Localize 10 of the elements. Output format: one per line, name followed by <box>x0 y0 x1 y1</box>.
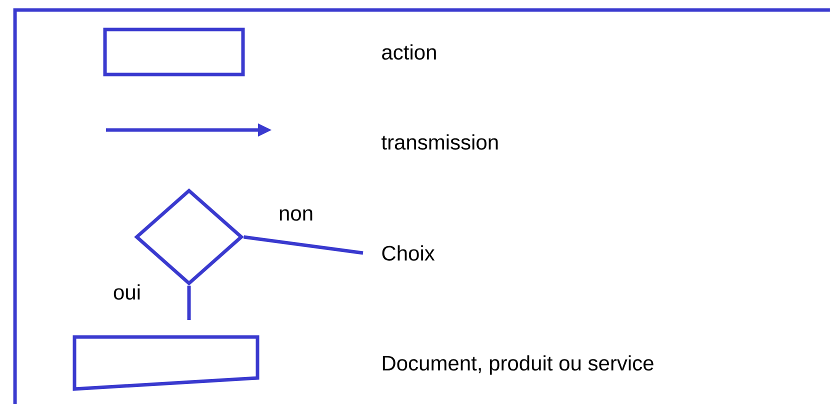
legend-text: Choix <box>382 245 435 261</box>
branch-line <box>244 235 364 255</box>
legend-text: transmission <box>382 134 498 150</box>
document-shape <box>72 335 260 391</box>
branch-line <box>187 286 191 320</box>
action-box <box>103 28 245 76</box>
edge-label: non <box>280 209 312 221</box>
legend-text: action <box>382 44 436 60</box>
legend-text: Document, produit ou service <box>382 355 654 375</box>
edge-label: oui <box>114 284 140 300</box>
